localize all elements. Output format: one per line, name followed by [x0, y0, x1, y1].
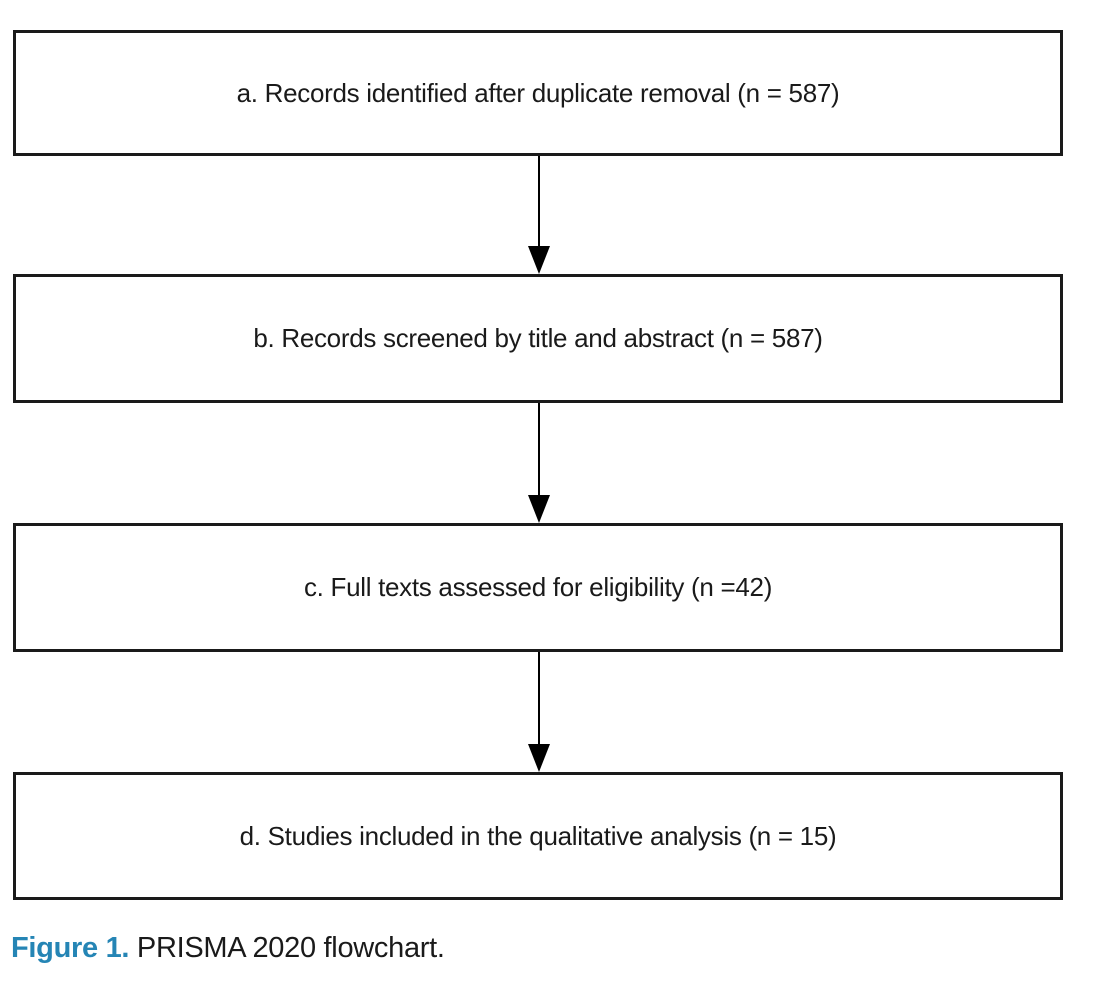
down-arrow-icon	[527, 652, 551, 772]
flow-box-label: a. Records identified after duplicate re…	[236, 77, 840, 108]
figure-caption: Figure 1. PRISMA 2020 flowchart.	[11, 932, 445, 965]
down-arrow-icon	[527, 156, 551, 274]
flow-box-studies-included: d. Studies included in the qualitative a…	[13, 772, 1063, 900]
arrow-shaft	[538, 156, 540, 246]
flow-box-label: d. Studies included in the qualitative a…	[239, 820, 837, 851]
arrow-shaft	[538, 403, 540, 495]
arrowhead-icon	[528, 744, 550, 772]
flow-box-fulltexts-assessed: c. Full texts assessed for eligibility (…	[13, 523, 1063, 652]
flow-box-label: c. Full texts assessed for eligibility (…	[303, 572, 773, 602]
arrow-shaft	[538, 652, 540, 744]
arrowhead-icon	[528, 495, 550, 523]
figure-caption-label: Figure 1.	[11, 932, 130, 964]
figure-caption-text: PRISMA 2020 flowchart.	[129, 932, 445, 964]
flow-box-records-identified: a. Records identified after duplicate re…	[13, 30, 1063, 156]
down-arrow-icon	[527, 403, 551, 523]
arrowhead-icon	[528, 246, 550, 274]
flow-box-records-screened: b. Records screened by title and abstrac…	[13, 274, 1063, 403]
flow-box-label: b. Records screened by title and abstrac…	[253, 323, 823, 353]
